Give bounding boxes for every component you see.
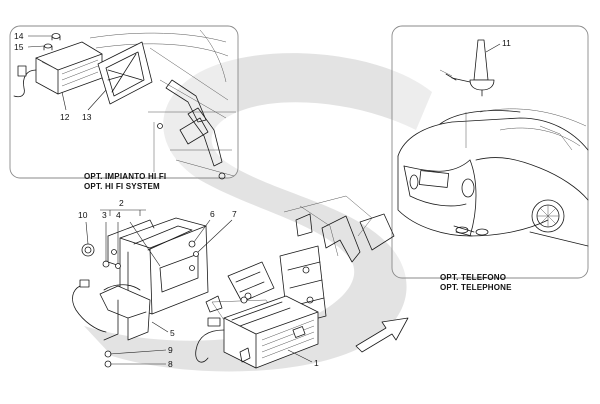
callout-10: 10 (78, 210, 88, 220)
caption-tel-en: OPT. TELEPHONE (440, 283, 512, 292)
callout-8: 8 (168, 359, 173, 369)
callout-1: 1 (314, 358, 319, 368)
control-unit (195, 295, 319, 369)
callout-7: 7 (232, 209, 237, 219)
callout-11: 11 (502, 38, 511, 48)
callout-13: 13 (82, 112, 92, 122)
callout-6: 6 (210, 209, 215, 219)
hifi-bracket (97, 41, 153, 105)
callout-14: 14 (14, 31, 24, 41)
telephone-panel-frame (391, 25, 589, 279)
caption-tel-it: OPT. TELEFONO (440, 273, 506, 282)
callout-5: 5 (170, 328, 175, 338)
caption-hifi-en: OPT. HI FI SYSTEM (84, 182, 160, 191)
center-leaders (85, 209, 313, 365)
hifi-leaders (27, 35, 107, 111)
hifi-cabin-lines (89, 29, 236, 180)
callout-9: 9 (168, 345, 173, 355)
telephone-car-rear (397, 108, 589, 247)
telephone-antenna (439, 39, 501, 148)
background-s-logo (84, 53, 432, 372)
callout-2: 2 (119, 198, 124, 208)
callout-12: 12 (60, 112, 70, 122)
telephone-panel: 11 OPT. TELEFONO OPT. TELEPHONE (391, 25, 589, 292)
callout-15: 15 (14, 42, 24, 52)
callout-3: 3 (102, 210, 107, 220)
hifi-panel: 14 15 12 13 OPT. IMPIANTO HI FI OPT. HI … (9, 25, 239, 191)
hifi-bolts (43, 33, 61, 51)
callout-4: 4 (116, 210, 121, 220)
direction-arrow (355, 317, 409, 353)
bracket-assembly (72, 217, 209, 368)
caption-hifi-it: OPT. IMPIANTO HI FI (84, 172, 166, 181)
